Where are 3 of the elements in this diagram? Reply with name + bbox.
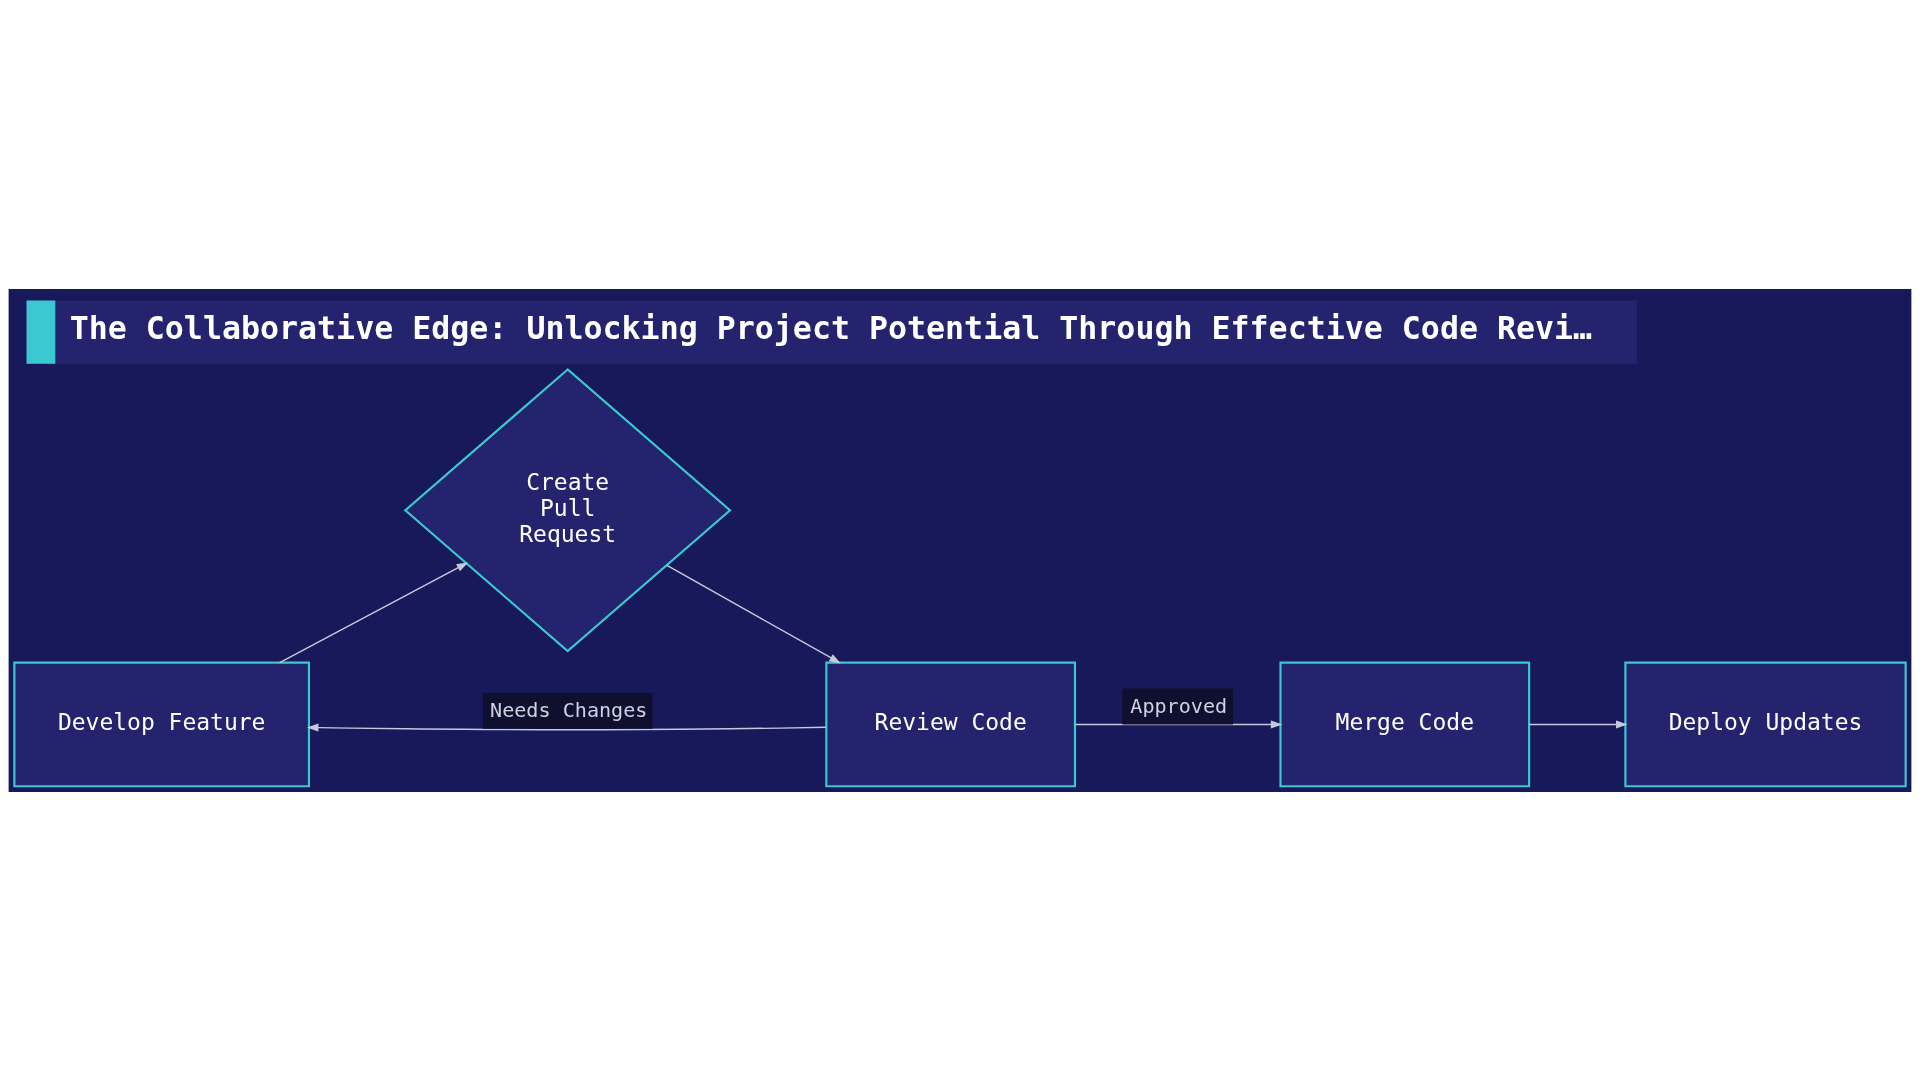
edge-label: Approved (1130, 693, 1228, 718)
diagram-title: The Collaborative Edge: Unlocking Project Potential Through Effective Code Revi… (69, 309, 1593, 346)
edge-label: Needs Changes (490, 697, 648, 722)
